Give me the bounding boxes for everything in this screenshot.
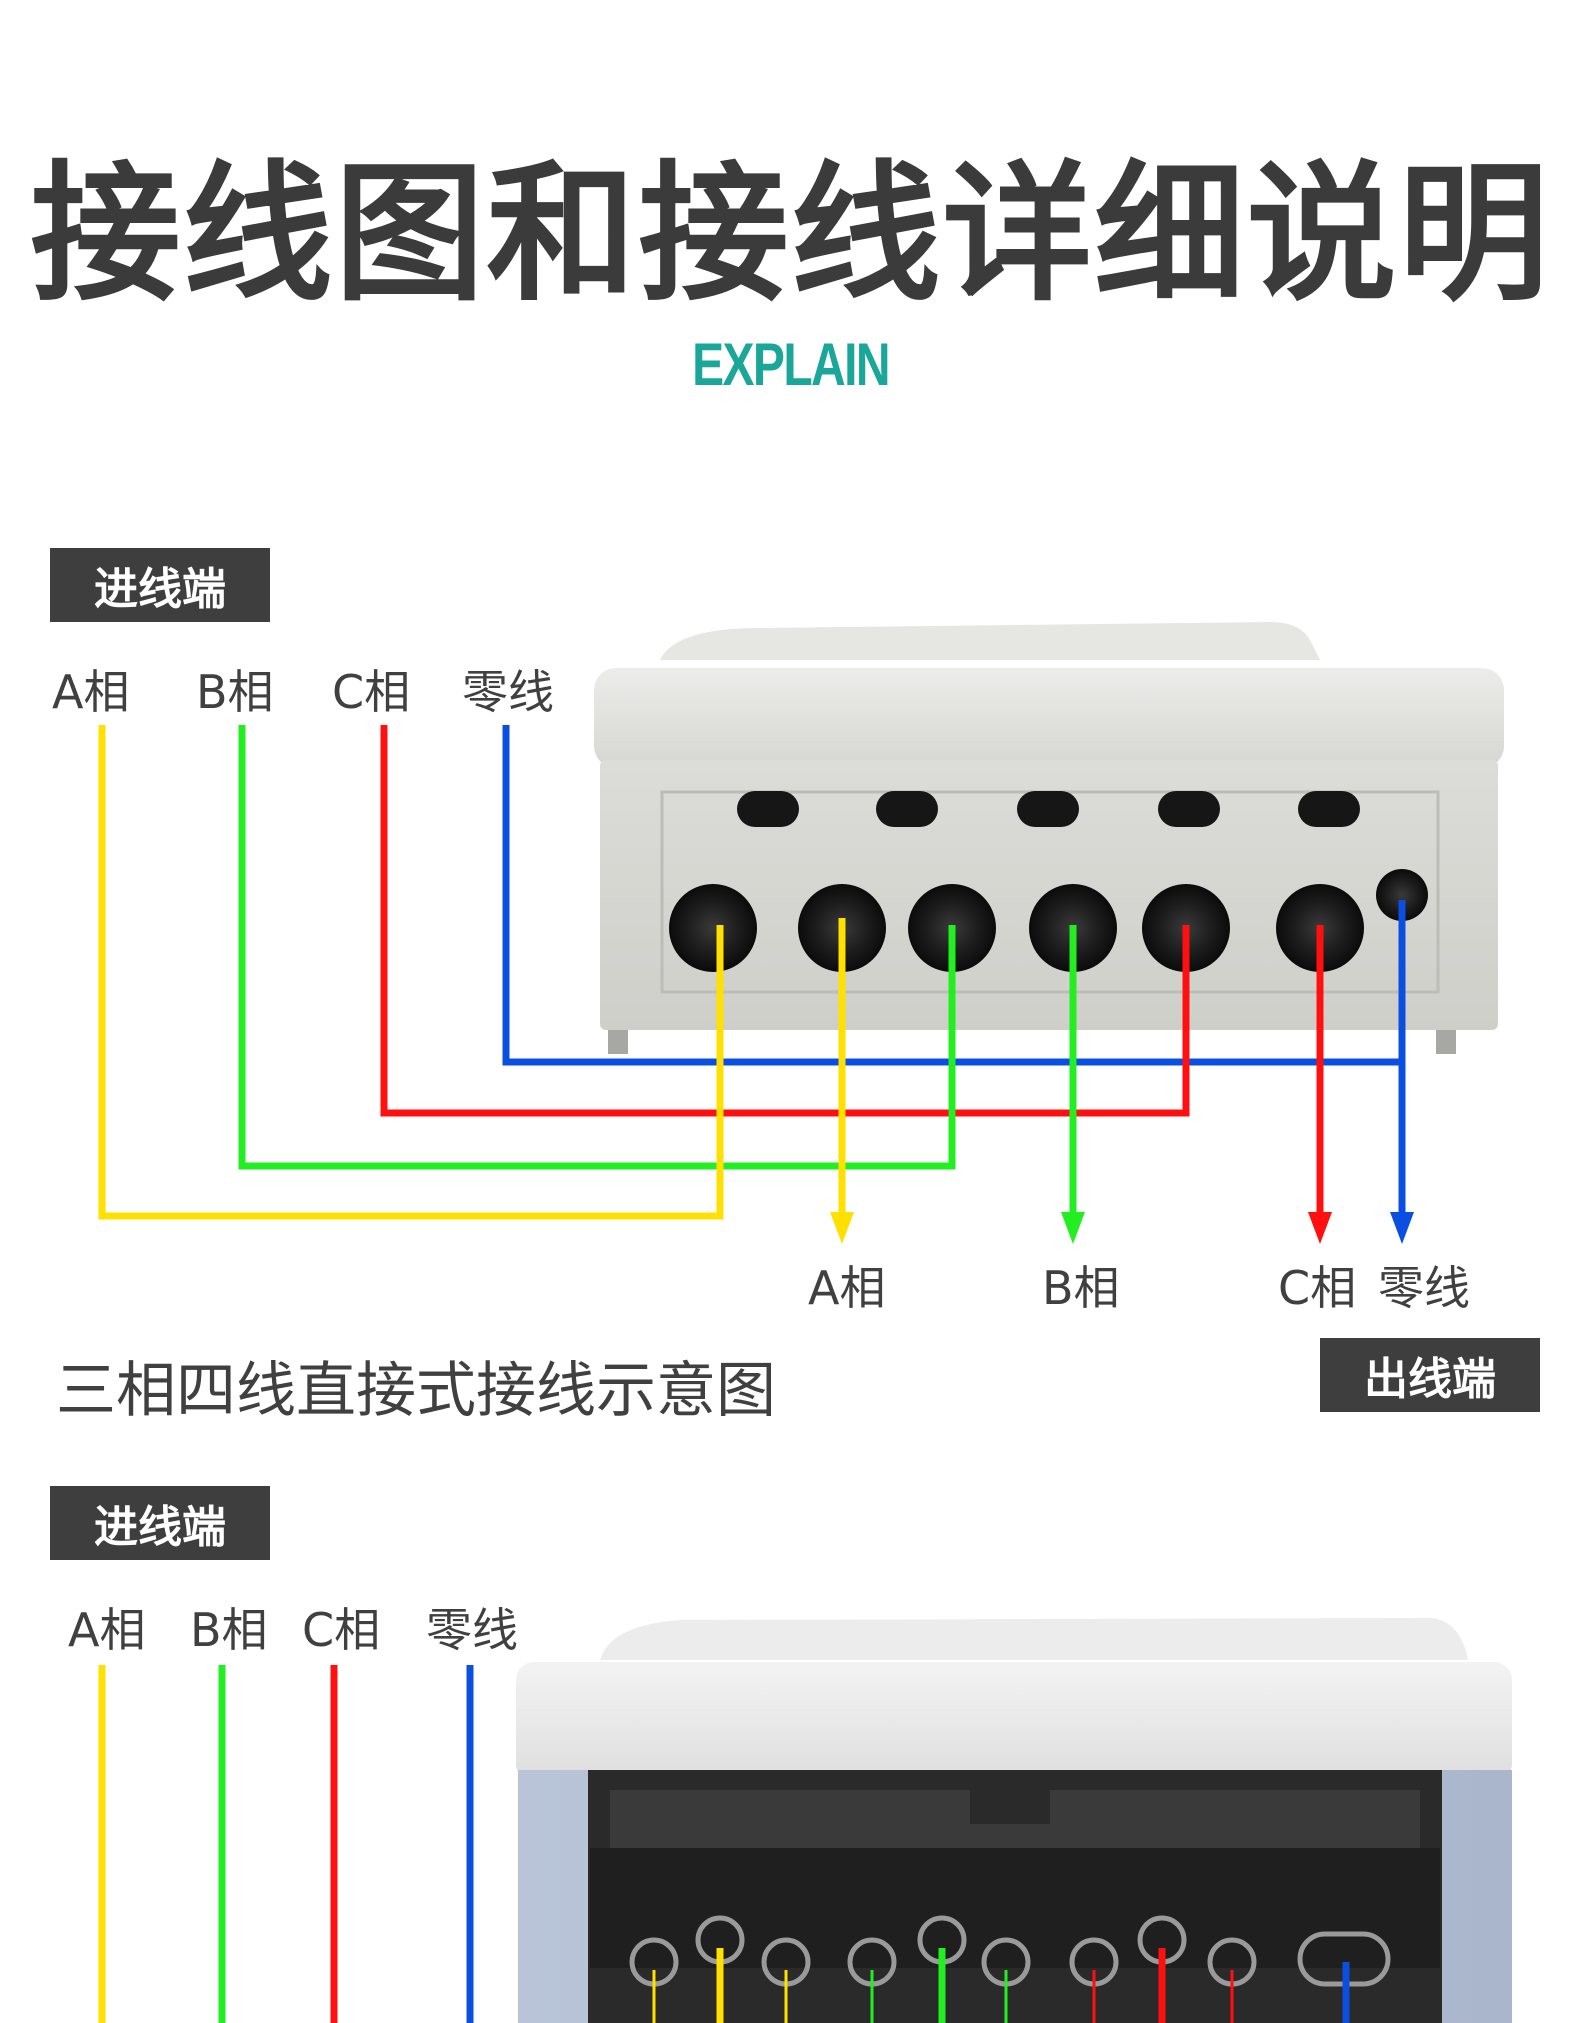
input-label-phase-b-2: B相 [190, 1603, 268, 1657]
arrow-phase-b [1061, 1212, 1085, 1244]
output-terminal-tag: 出线端 [1320, 1338, 1540, 1412]
output-label-neutral: 零线 [1378, 1261, 1470, 1315]
wire-phase-c-in [380, 725, 1190, 1117]
diagram-caption: 三相四线直接式接线示意图 [56, 1356, 776, 1426]
meter-box-1 [594, 622, 1504, 1054]
wire-phase-a-in [98, 725, 724, 1220]
output-label-phase-b: B相 [1042, 1261, 1120, 1315]
input-terminal-tag: 进线端 [50, 548, 270, 622]
input-label-neutral: 零线 [462, 665, 554, 719]
page-subtitle: EXPLAIN [692, 331, 890, 398]
wire-neutral-in [502, 725, 1402, 1066]
output-label-phase-a: A相 [808, 1261, 886, 1315]
input-label-phase-c: C相 [332, 665, 411, 719]
wire-phase-b-in [238, 725, 956, 1170]
input-terminal-tag-2: 进线端 [50, 1486, 270, 1560]
input-label-phase-a-2: A相 [68, 1603, 146, 1657]
arrow-phase-a [830, 1212, 854, 1244]
meter-box-2 [516, 1618, 1512, 2023]
input-label-phase-b: B相 [196, 665, 274, 719]
input-label-phase-c-2: C相 [302, 1603, 381, 1657]
input-label-phase-a: A相 [52, 665, 130, 719]
arrow-neutral [1390, 1212, 1414, 1244]
arrow-phase-c [1308, 1212, 1332, 1244]
page-title: 接线图和接线详细说明 [30, 148, 1551, 322]
input-label-neutral-2: 零线 [426, 1603, 518, 1657]
output-label-phase-c: C相 [1278, 1261, 1357, 1315]
